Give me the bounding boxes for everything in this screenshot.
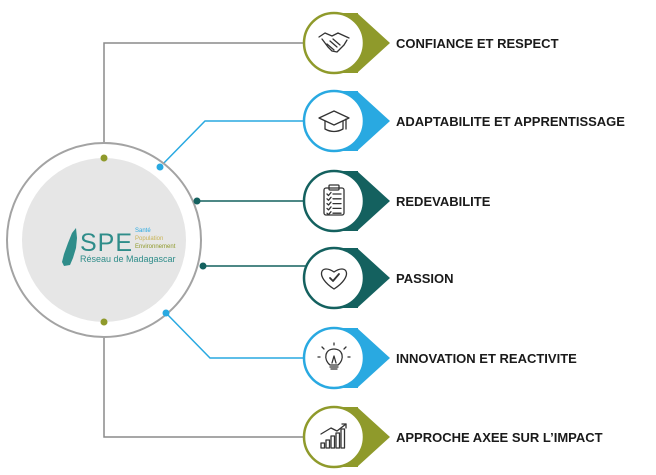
- value-arrow: [357, 91, 390, 151]
- logo-tagline-3: Environnement: [135, 244, 176, 250]
- value-icon-circle: [302, 89, 366, 153]
- value-arrow: [357, 248, 390, 308]
- value-icon-circle: [302, 169, 366, 233]
- value-item: REDEVABILITE: [302, 169, 491, 233]
- dot-passion: [199, 262, 207, 270]
- value-label: REDEVABILITE: [396, 194, 491, 209]
- logo-acronym: SPE: [80, 229, 133, 257]
- dot-innovation: [162, 309, 170, 317]
- value-icon-circle: [302, 246, 366, 310]
- dot-adaptabilite: [156, 163, 164, 171]
- value-item: ADAPTABILITE ET APPRENTISSAGE: [302, 89, 625, 153]
- value-label: ADAPTABILITE ET APPRENTISSAGE: [396, 114, 625, 129]
- graduation-cap-icon: [318, 110, 350, 133]
- value-item: INNOVATION ET REACTIVITE: [302, 326, 577, 390]
- value-item: CONFIANCE ET RESPECT: [302, 11, 559, 75]
- value-icon-circle: [302, 11, 366, 75]
- value-arrow: [357, 13, 390, 73]
- logo-tagline-2: Population: [135, 236, 163, 242]
- value-label: CONFIANCE ET RESPECT: [396, 36, 559, 51]
- logo-tagline-1: Santé: [135, 228, 151, 234]
- connector-lines: [103, 42, 306, 438]
- dot-redevabilite: [193, 197, 201, 205]
- value-item: APPROCHE AXEE SUR L’IMPACT: [302, 405, 603, 469]
- value-item: PASSION: [302, 246, 454, 310]
- handshake-icon: [318, 32, 350, 53]
- madagascar-map-icon: [62, 228, 77, 266]
- bar-chart-growth-icon: [320, 423, 347, 449]
- clipboard-checklist-icon: [323, 184, 345, 216]
- spe-logo: SPE Santé Population Environnement Résea…: [62, 228, 176, 266]
- connector-adaptabilite: [159, 120, 306, 168]
- value-items: CONFIANCE ET RESPECT ADAPTABILITE ET APPR…: [302, 11, 625, 469]
- value-arrow: [357, 328, 390, 388]
- connector-dots: [100, 154, 207, 326]
- value-label: INNOVATION ET REACTIVITE: [396, 351, 577, 366]
- inner-disc: [22, 158, 186, 322]
- value-label: APPROCHE AXEE SUR L’IMPACT: [396, 430, 603, 445]
- heart-check-icon: [320, 268, 348, 290]
- connector-impact: [103, 322, 306, 438]
- connector-innovation: [165, 312, 306, 359]
- value-arrow: [357, 171, 390, 231]
- dot-confiance: [100, 154, 108, 162]
- value-arrow: [357, 407, 390, 467]
- dot-impact: [100, 318, 108, 326]
- connector-confiance: [103, 42, 306, 158]
- logo-network: Réseau de Madagascar: [80, 254, 176, 264]
- lightbulb-icon: [317, 342, 351, 370]
- value-label: PASSION: [396, 271, 454, 286]
